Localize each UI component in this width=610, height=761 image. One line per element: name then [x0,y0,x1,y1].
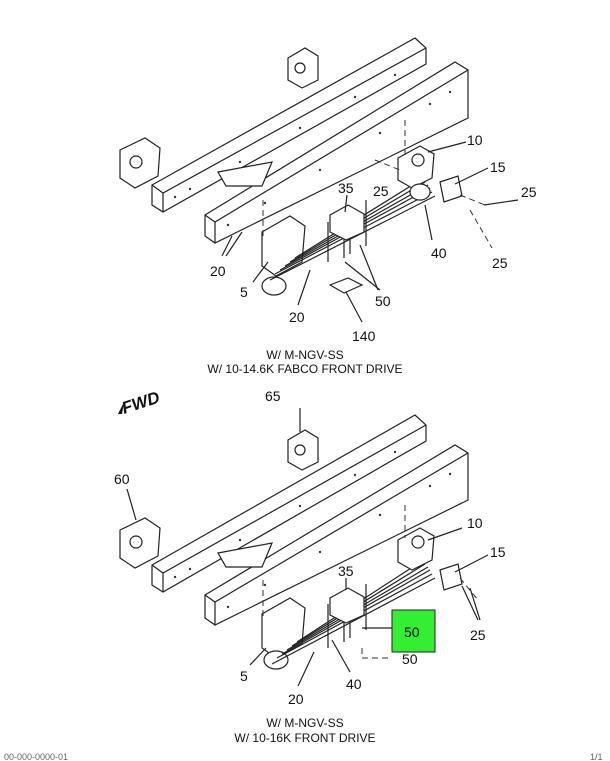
lower-u-bolts [327,584,367,648]
upper-callout-140: 140 [352,328,376,344]
lower-back-frame-rail [151,414,427,593]
lower-callout-50-highlighted[interactable]: 50 [404,624,420,640]
footer-right-text: 1/1 [590,752,603,761]
lower-callout-35: 35 [338,563,354,579]
upper-callout-15: 15 [490,159,506,175]
upper-u-bolts [327,200,367,262]
upper-plate [439,175,463,203]
upper-callout-25-c: 25 [492,255,508,271]
upper-callout-35: 35 [338,180,354,196]
upper-callout-20-b: 20 [289,309,305,325]
lower-callout-25: 25 [470,627,486,643]
upper-shackle [397,145,435,189]
lower-plate [439,563,463,591]
lower-caption-line2: W/ 10-16K FRONT DRIVE [234,731,375,745]
upper-caption-line2: W/ 10-14.6K FABCO FRONT DRIVE [207,362,402,376]
upper-rivets [173,73,452,227]
upper-spacer-plate [328,277,364,294]
forward-direction-indicator: FWD [118,388,162,418]
upper-assembly [119,37,519,323]
upper-front-hanger [261,215,306,277]
upper-bushing [409,183,431,201]
upper-callout-25-a: 25 [373,183,389,199]
upper-caption-line1: W/ M-NGV-SS [266,348,343,362]
forward-arrow-icon [118,402,124,414]
lower-callout-20: 20 [288,691,304,707]
fwd-label: FWD [119,388,162,418]
lower-front-hanger [261,597,306,659]
upper-front-frame-rail [204,61,469,244]
upper-back-frame-rail [151,37,427,213]
upper-callout-10: 10 [467,132,483,148]
lower-front-frame-rail [204,444,469,626]
lower-callout-10: 10 [467,515,483,531]
lower-callout-65: 65 [265,388,281,404]
lower-shackle [397,527,435,571]
lower-callout-50: 50 [402,651,418,667]
upper-gusset [217,161,273,187]
lower-callout-5: 5 [240,668,248,684]
highlighted-callout-box[interactable] [391,609,436,653]
upper-callout-25-b: 25 [521,184,537,200]
upper-callout-5: 5 [240,284,248,300]
lower-rivets [173,450,452,609]
lower-gusset [217,542,273,568]
lower-callout-15: 15 [490,544,506,560]
lower-callout-40: 40 [346,676,362,692]
lower-caption-line1: W/ M-NGV-SS [266,716,343,730]
lower-assembly [119,408,489,687]
lower-callout-60: 60 [114,471,130,487]
footer-left-text: 00-000-0000-01 [4,752,68,761]
upper-callout-20-a: 20 [210,263,226,279]
upper-callout-40: 40 [431,245,447,261]
upper-callout-50: 50 [375,293,391,309]
